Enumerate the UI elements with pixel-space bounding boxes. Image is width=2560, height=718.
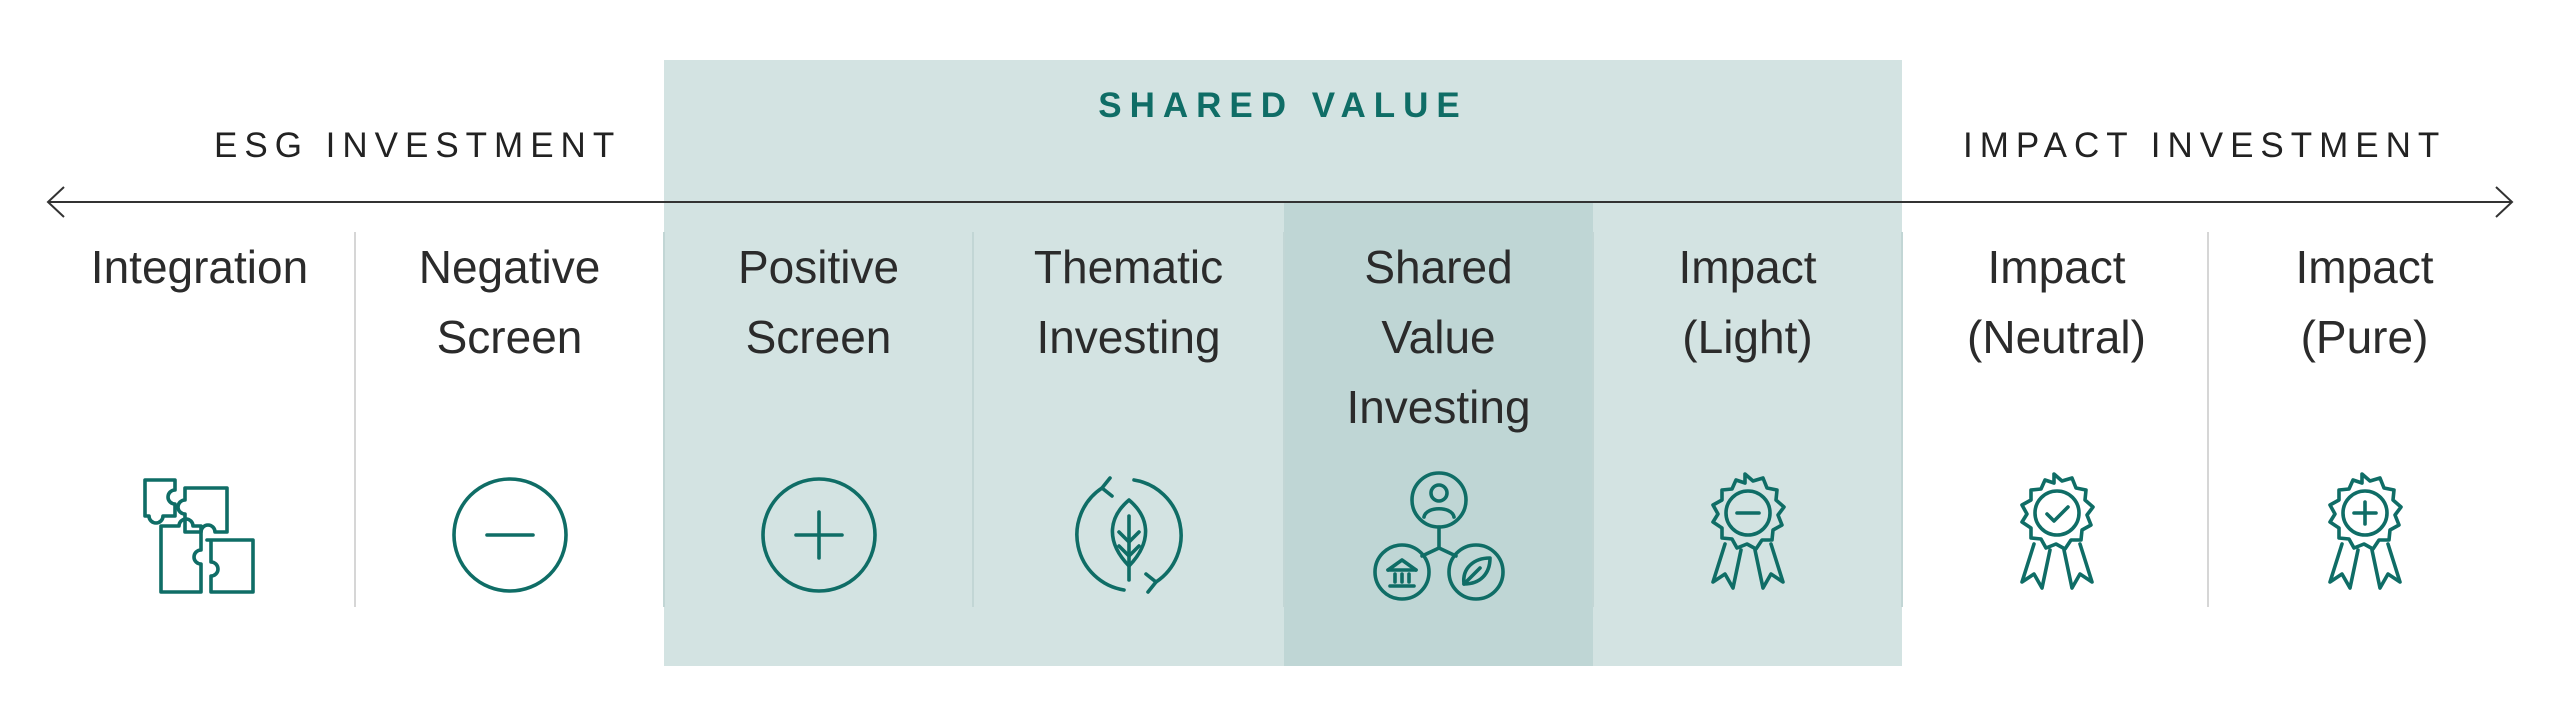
- shared-value-investing-highlight: [1284, 203, 1593, 666]
- shared-value-header: SHARED VALUE: [1098, 86, 1468, 125]
- column-label: Impact (Neutral): [1967, 241, 2146, 363]
- minus-circle-icon: [355, 470, 664, 600]
- network-icon: [1284, 470, 1593, 601]
- column-divider: [1901, 232, 1903, 607]
- column-label: Positive Screen: [737, 241, 900, 363]
- impact-investment-header: IMPACT INVESTMENT: [1963, 126, 2447, 165]
- esg-investment-header: ESG INVESTMENT: [214, 126, 622, 165]
- award-minus-icon: [1593, 470, 1902, 600]
- column-label: Integration: [90, 241, 309, 293]
- column-divider: [1283, 232, 1285, 607]
- column-positive-screen: Positive Screen: [664, 232, 973, 612]
- column-thematic-investing: Thematic Investing: [974, 232, 1283, 612]
- puzzle-icon: [45, 470, 354, 600]
- column-label: Impact (Light): [1678, 241, 1817, 363]
- column-impact-pure: Impact (Pure): [2210, 232, 2519, 612]
- leaf-cycle-icon: [974, 470, 1283, 600]
- column-impact-light: Impact (Light): [1593, 232, 1902, 612]
- column-label: Thematic Investing: [1033, 241, 1224, 363]
- column-label: Impact (Pure): [2295, 241, 2434, 363]
- award-plus-icon: [2210, 470, 2519, 600]
- plus-circle-icon: [664, 470, 973, 600]
- column-divider: [354, 232, 356, 607]
- award-check-icon: [1902, 470, 2211, 600]
- column-divider: [1592, 232, 1594, 607]
- column-divider: [663, 232, 665, 607]
- column-integration: Integration: [45, 232, 354, 612]
- column-impact-neutral: Impact (Neutral): [1902, 232, 2211, 612]
- column-divider: [972, 232, 974, 607]
- column-divider: [2207, 232, 2209, 607]
- column-shared-value-investing: Shared Value Investing: [1284, 232, 1593, 612]
- column-label: Shared Value Investing: [1346, 241, 1531, 433]
- column-label: Negative Screen: [418, 241, 601, 363]
- column-negative-screen: Negative Screen: [355, 232, 664, 612]
